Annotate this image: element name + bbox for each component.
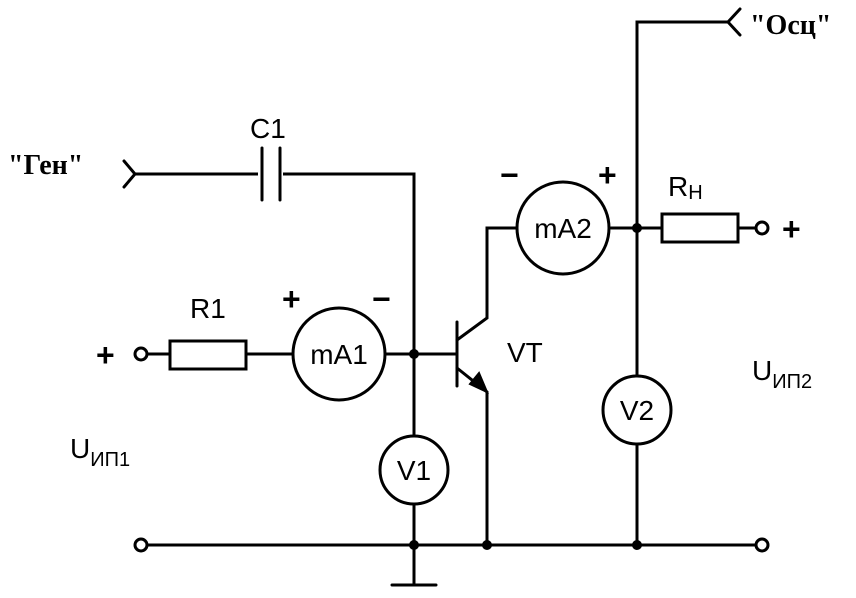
supply1-plus-sign: + <box>96 337 115 373</box>
terminal-output-plus <box>754 220 770 236</box>
ammeter-ma2 <box>515 180 611 276</box>
resistor-rn <box>660 212 740 244</box>
junction-collector <box>632 223 642 233</box>
supply1-label: UИП1 <box>70 433 130 471</box>
terminal-ground-left <box>133 537 149 553</box>
terminal-input-plus <box>133 346 149 362</box>
voltmeter-v2 <box>601 374 673 446</box>
resistor-rn-label-main: R <box>668 171 688 202</box>
supply2-plus-sign: + <box>782 211 801 247</box>
supply2-label: UИП2 <box>752 355 812 393</box>
ammeter-ma1-minus: − <box>372 281 391 317</box>
junction-ground-emitter <box>482 540 492 550</box>
supply1-label-main: U <box>70 433 90 464</box>
capacitor-c1-label: C1 <box>250 113 286 144</box>
oscilloscope-label: "Осц" <box>750 10 831 41</box>
wire-generator-input <box>122 159 260 189</box>
ammeter-ma1-plus: + <box>282 281 301 317</box>
resistor-r1 <box>168 339 248 371</box>
junction-ground-v2 <box>632 540 642 550</box>
transistor-collector-lead <box>455 226 518 342</box>
supply2-label-main: U <box>752 355 772 386</box>
transistor-emitter-lead <box>455 366 489 547</box>
voltmeter-v2-label: V2 <box>620 395 654 426</box>
supply1-label-sub: ИП1 <box>90 449 130 471</box>
ammeter-ma2-plus: + <box>598 157 617 193</box>
wire-oscilloscope-output <box>635 7 742 547</box>
voltmeter-v1 <box>378 434 450 506</box>
junction-base <box>409 349 419 359</box>
ground-symbol <box>390 543 438 587</box>
ammeter-ma1-label: mA1 <box>310 339 368 370</box>
resistor-r1-label: R1 <box>190 293 226 324</box>
junction-ground-v1 <box>409 540 419 550</box>
terminal-ground-right <box>754 537 770 553</box>
capacitor-c1 <box>258 146 283 202</box>
transistor-emitter-arrow <box>468 371 489 395</box>
resistor-rn-label-sub: Н <box>688 182 702 204</box>
resistor-rn-label: RН <box>668 171 703 204</box>
generator-label: "Ген" <box>8 150 83 181</box>
supply2-label-sub: ИП2 <box>772 371 812 393</box>
transistor-vt-label: VT <box>507 337 543 368</box>
wire-capacitor-to-base <box>281 172 416 547</box>
wires <box>122 7 758 587</box>
voltmeter-v1-label: V1 <box>397 455 431 486</box>
ammeter-ma1 <box>291 306 387 402</box>
ammeter-ma2-label: mA2 <box>534 213 592 244</box>
ammeter-ma2-minus: − <box>500 157 519 193</box>
